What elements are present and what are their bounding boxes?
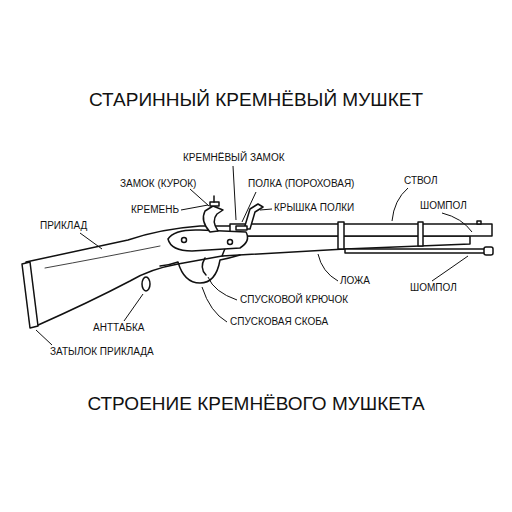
- caption: СТРОЕНИЕ КРЕМНЁВОГО МУШКЕТА: [0, 393, 512, 415]
- part-label: ПРИКЛАД: [40, 220, 87, 232]
- part-label: ЗАМОК (КУРОК): [120, 178, 196, 190]
- part-label: ЗАТЫЛОК ПРИКЛАДА: [50, 346, 154, 358]
- leader-line: [80, 233, 102, 249]
- part-label: ЛОЖА: [340, 275, 370, 287]
- part-label: КРЫШКА ПОЛКИ: [274, 202, 354, 214]
- leader-line: [233, 166, 236, 220]
- leader-line: [242, 192, 256, 222]
- leader-line: [208, 277, 237, 300]
- screw: [182, 238, 187, 243]
- front-sight: [477, 221, 481, 224]
- leader-line: [124, 294, 143, 321]
- leader-line: [442, 213, 472, 232]
- part-label: ШОМПОЛ: [410, 282, 457, 294]
- title: СТАРИННЫЙ КРЕМНЁВЫЙ МУШКЕТ: [0, 89, 512, 111]
- trigger-guard: [160, 255, 240, 283]
- barrel-band: [338, 222, 344, 249]
- part-label: ПОЛКА (ПОРОХОВАЯ): [248, 178, 354, 190]
- sling-swivel: [142, 277, 150, 291]
- part-label: СПУСКОВАЯ СКОБА: [230, 316, 328, 328]
- part-label: КРЕМНЁВЫЙ ЗАМОК: [183, 152, 285, 164]
- leader-line: [392, 188, 408, 221]
- jaw-screw: [213, 196, 215, 202]
- part-label: АНТТАБКА: [93, 322, 145, 334]
- leader-line: [190, 189, 209, 206]
- flint: [210, 202, 219, 206]
- leader-line: [432, 256, 468, 281]
- part-label: ШОМПОЛ: [420, 200, 467, 212]
- screw: [228, 240, 233, 245]
- barrel: [230, 224, 492, 236]
- part-label: СПУСКОВОЙ КРЮЧОК: [240, 294, 348, 306]
- ramrod-head: [484, 247, 493, 255]
- lock-plate: [168, 230, 248, 251]
- part-label: СТВОЛ: [404, 175, 438, 187]
- butt-plate: [22, 262, 38, 328]
- leader-line: [181, 205, 208, 210]
- leader-line: [202, 287, 227, 322]
- leader-lines: [36, 166, 472, 345]
- trigger: [202, 258, 206, 275]
- barrel-band: [418, 222, 423, 246]
- part-label: КРЕМЕНЬ: [131, 204, 179, 216]
- leader-line: [260, 209, 272, 210]
- pan: [236, 226, 247, 230]
- leader-line: [318, 254, 338, 281]
- leader-line: [36, 330, 52, 345]
- wood-line: [45, 246, 160, 268]
- ramrod: [345, 249, 485, 253]
- hammer: [203, 206, 223, 232]
